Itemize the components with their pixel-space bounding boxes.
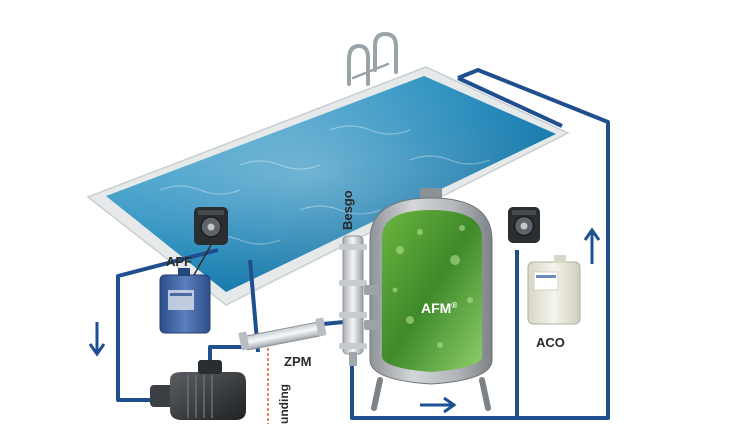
afm-label-text: AFM (421, 300, 451, 316)
aco-canister-icon (527, 255, 581, 325)
zpm-label: ZPM (284, 354, 311, 369)
apf-canister-icon (159, 268, 211, 334)
apf-dosing-pump-icon (194, 207, 228, 245)
pool-ladder-icon (347, 31, 398, 86)
swimming-pool (86, 66, 570, 306)
afm-registered-mark: ® (451, 301, 457, 310)
sand-filter-tank-icon (364, 188, 493, 411)
besgo-label: Besgo (340, 190, 355, 230)
circulation-pump-icon (150, 360, 246, 420)
flow-arrow-down-icon (88, 322, 106, 357)
apf-label: APF (166, 254, 192, 269)
besgo-valve-icon (339, 235, 367, 366)
flow-arrow-up-icon (583, 227, 601, 264)
flow-arrow-right-icon (420, 396, 457, 414)
aco-dosing-pump-icon (508, 207, 540, 243)
zpm-flocculator-icon (238, 317, 327, 351)
afm-label: AFM® (421, 300, 457, 316)
grounding-label: unding (277, 384, 291, 424)
aco-label: ACO (536, 335, 565, 350)
